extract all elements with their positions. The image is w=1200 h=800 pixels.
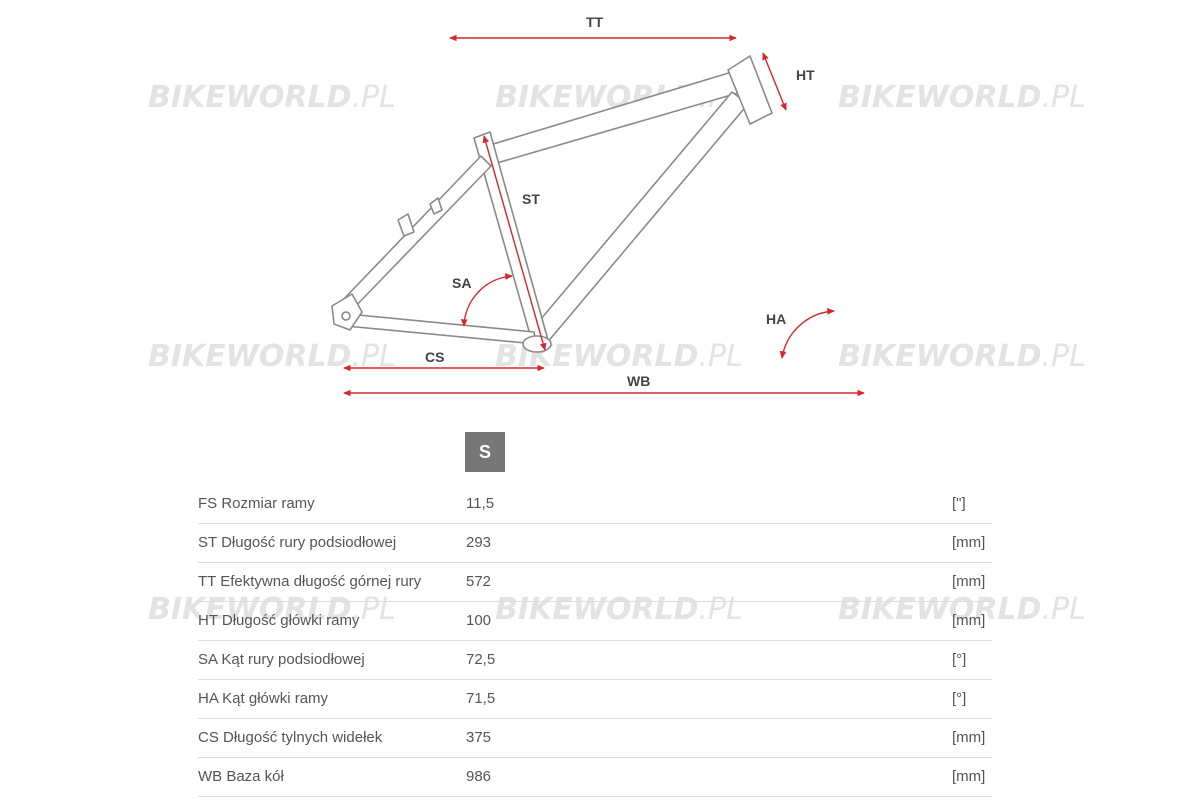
row-unit: [mm] [952,573,986,590]
table-row: HA Kąt główki ramy 71,5 [°] [198,680,992,719]
dropout-axle [341,311,351,321]
ht-dimension-line [762,52,787,111]
table-row: FS Rozmiar ramy 11,5 ["] [198,485,992,524]
row-value: 375 [466,729,492,746]
wb-label: WB [627,373,650,389]
row-label: HA Kąt główki ramy [198,690,329,707]
row-value: 986 [466,768,492,785]
row-label: HT Długość główki ramy [198,612,360,629]
bottom-bracket [522,335,552,353]
row-unit: [°] [952,690,967,707]
dimension-labels: TT HT ST SA HA CS WB [425,14,815,389]
frame-geometry-diagram: TT HT ST SA HA CS WB [331,14,865,397]
row-unit: [mm] [952,612,986,629]
row-label: ST Długość rury podsiodłowej [198,534,397,551]
cs-label: CS [425,349,444,365]
dimension-lines [343,34,865,397]
row-label: CS Długość tylnych widełek [198,729,383,746]
chain-stay [345,313,537,345]
row-value: 572 [466,573,492,590]
table-row: HT Długość główki ramy 100 [mm] [198,602,992,641]
st-dimension-line [482,135,547,351]
row-unit: ["] [952,495,966,512]
table-row: CS Długość tylnych widełek 375 [mm] [198,719,992,758]
row-value: 11,5 [466,495,495,512]
row-value: 100 [466,612,492,629]
row-unit: [mm] [952,768,986,785]
table-row: TT Efektywna długość górnej rury 572 [mm… [198,563,992,602]
cable-guide [429,197,443,215]
brake-mount [397,213,415,237]
frame-size-header: S [465,432,505,472]
row-label: TT Efektywna długość górnej rury [198,573,422,590]
sa-angle-arc [460,273,513,327]
row-label: SA Kąt rury podsiodłowej [198,651,365,668]
st-label: ST [522,191,540,207]
row-label: FS Rozmiar ramy [198,495,315,512]
row-unit: [°] [952,651,967,668]
table-row: ST Długość rury podsiodłowej 293 [mm] [198,524,992,563]
row-value: 72,5 [466,651,496,668]
table-row: WB Baza kół 986 [mm] [198,758,992,797]
head-tube [727,55,773,125]
ha-angle-arc [779,308,835,359]
row-value: 71,5 [466,690,496,707]
row-value: 293 [466,534,492,551]
ht-label: HT [796,67,815,83]
sa-label: SA [452,275,471,291]
row-label: WB Baza kół [198,768,284,785]
bike-frame [331,55,773,353]
ha-label: HA [766,311,786,327]
geometry-table: FS Rozmiar ramy 11,5 ["] ST Długość rury… [198,485,992,797]
table-row: SA Kąt rury podsiodłowej 72,5 [°] [198,641,992,680]
row-unit: [mm] [952,534,986,551]
row-unit: [mm] [952,729,986,746]
tt-label: TT [586,14,604,30]
